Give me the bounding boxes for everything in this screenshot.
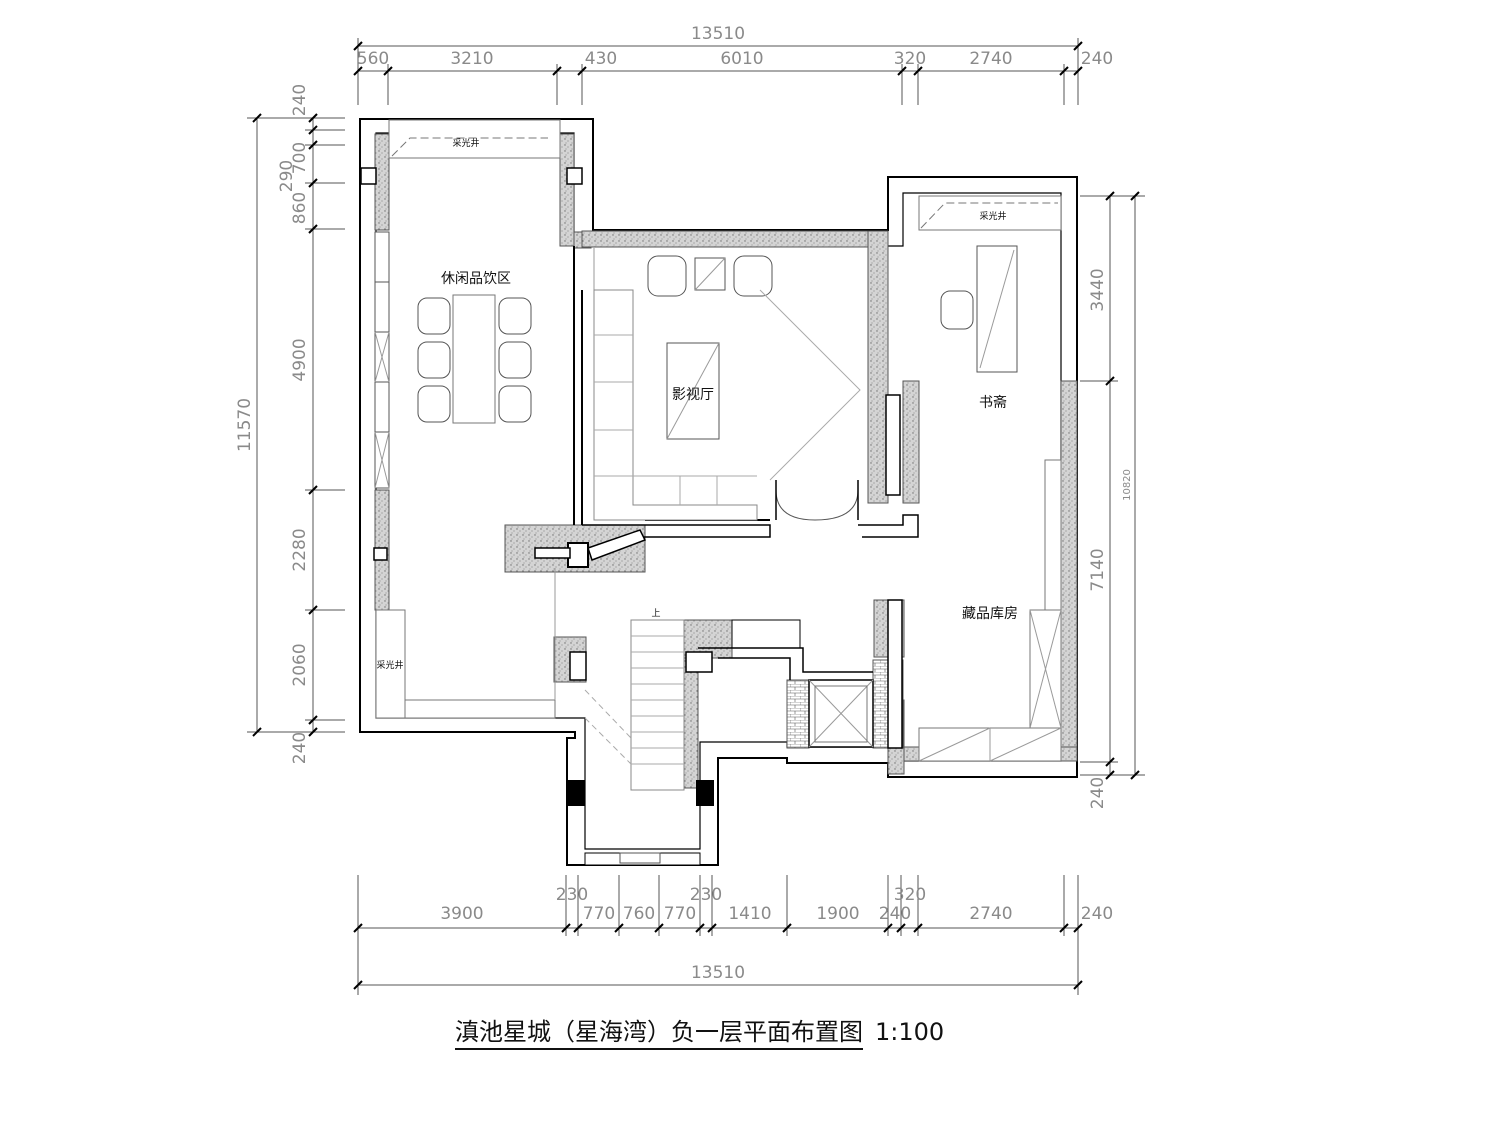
dimension-bottom: 3900 230 770 760 770 230 1410 1900 240 3… (353, 875, 1113, 995)
dim-top-2: 430 (585, 49, 617, 69)
dim-left-1: 290 (277, 160, 297, 192)
label-skylight-1: 采光井 (452, 137, 479, 149)
label-storage: 藏品库房 (962, 606, 1018, 622)
dim-top-6: 240 (1081, 49, 1113, 69)
dim-bottom-9: 320 (894, 885, 926, 905)
dim-top-1: 3210 (450, 49, 493, 69)
dim-left-3: 860 (290, 192, 310, 224)
dim-bottom-4: 770 (664, 904, 696, 924)
drawing-title: 滇池星城（星海湾）负一层平面布置图 1:100 (455, 1012, 1055, 1052)
dim-right-2: 240 (1088, 777, 1108, 809)
dim-right-total: 10820 (1122, 469, 1133, 501)
theater-furniture (593, 255, 861, 521)
dim-bottom-7: 1900 (816, 904, 859, 924)
label-leisure: 休闲品饮区 (441, 271, 511, 287)
dim-bottom-0: 3900 (440, 904, 483, 924)
dim-top-5: 2740 (969, 49, 1012, 69)
dim-left-2: 700 (290, 142, 310, 174)
dim-bottom-2: 770 (583, 904, 615, 924)
dim-left-5: 2280 (290, 528, 310, 571)
dim-bottom-total: 13510 (691, 963, 745, 983)
study-furniture (918, 245, 1062, 762)
dim-left-6: 2060 (290, 643, 310, 686)
columns (360, 167, 714, 806)
dim-left-total: 11570 (235, 398, 255, 452)
dim-left-0: 240 (290, 84, 310, 116)
dim-top-3: 6010 (720, 49, 763, 69)
dining-set (417, 294, 532, 424)
dimension-left: 11570 240 290 700 860 4900 2280 2060 240 (235, 84, 345, 764)
dim-left-4: 4900 (290, 338, 310, 381)
label-theater: 影视厅 (672, 387, 714, 403)
label-skylight-2: 采光井 (979, 210, 1006, 222)
dim-bottom-8: 240 (879, 904, 911, 924)
label-skylight-3: 采光井 (376, 659, 403, 671)
wall-hatch (374, 133, 1078, 789)
dim-bottom-3: 760 (623, 904, 655, 924)
dim-right-1: 7140 (1088, 548, 1108, 591)
label-stair-up: 上 (651, 608, 660, 619)
dim-top-total: 13510 (691, 24, 745, 44)
label-study: 书斋 (979, 394, 1007, 411)
scale-text: 1:100 (875, 1018, 945, 1046)
dimension-right: 3440 7140 240 10820 (1080, 191, 1145, 809)
dim-top-4: 320 (894, 49, 926, 69)
dim-right-0: 3440 (1088, 268, 1108, 311)
dimension-top: 13510 560 3210 430 6010 320 2740 240 (353, 24, 1113, 105)
skylight-wells (375, 119, 1062, 719)
dim-bottom-5: 230 (690, 885, 722, 905)
title-text: 滇池星城（星海湾）负一层平面布置图 (455, 1018, 863, 1050)
dim-bottom-1: 230 (556, 885, 588, 905)
left-windows (374, 231, 390, 489)
dim-top-0: 560 (357, 49, 389, 69)
dim-left-7: 240 (290, 732, 310, 764)
staircase (554, 568, 701, 866)
dim-bottom-6: 1410 (728, 904, 771, 924)
room-labels: 休闲品饮区 影视厅 书斋 藏品库房 采光井 采光井 采光井 上 (376, 137, 1018, 671)
dim-bottom-11: 240 (1081, 904, 1113, 924)
dim-bottom-10: 2740 (969, 904, 1012, 924)
